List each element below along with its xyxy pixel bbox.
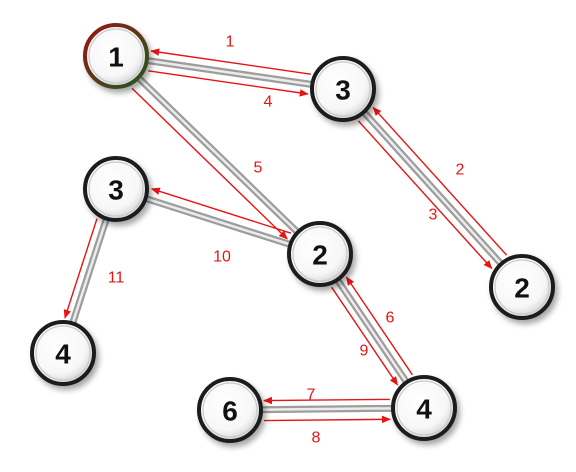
node-circle [391,375,457,441]
node-inner-ring [494,259,550,315]
step-label-5: 5 [254,160,263,177]
node-n4b: 4 [391,375,457,441]
step-arrow-4 [150,48,311,75]
node-n4l: 4 [30,320,96,386]
step-arrow-7 [263,396,390,405]
step-label-1: 1 [226,34,235,51]
node-inner-ring [292,226,348,282]
node-n3a: 3 [310,56,376,122]
node-label: 2 [312,240,328,271]
node-circle [83,156,149,222]
arrow-layer: 1 2 3 4 5 6 7 8 9 10 11 [63,34,508,447]
node-label: 3 [108,175,124,206]
step-label-4: 4 [264,94,273,111]
node-layer: 1 3 2 2 3 4 4 6 [30,23,555,443]
step-arrow-11 [63,218,98,319]
step-label-11: 11 [108,270,125,287]
node-n3l: 3 [83,156,149,222]
node-n6: 6 [197,377,263,443]
node-inner-ring [35,325,91,381]
connector-highlight [114,54,345,91]
node-inner-ring [315,61,371,117]
node-label: 1 [108,42,124,73]
node-circle [287,221,353,287]
step-label-10: 10 [213,249,231,266]
node-label: 6 [222,396,238,427]
node-circle [197,377,263,443]
connector-highlight [114,54,322,256]
node-label: 2 [514,273,530,304]
node-n2r: 2 [489,254,555,320]
step-label-2: 2 [456,162,465,179]
step-label-8: 8 [312,430,321,447]
node-circle [489,254,555,320]
step-arrow-8 [264,415,391,424]
node-inner-ring [396,380,452,436]
step-arrow-9 [345,276,413,376]
connector-highlight [341,87,524,289]
node-label: 4 [55,339,71,370]
node-label: 4 [416,394,432,425]
node-label: 3 [335,75,351,106]
node-inner-ring [88,28,144,84]
step-label-3: 3 [429,207,438,224]
node-n1: 1 [83,23,149,89]
connector-layer [59,52,526,414]
step-label-9: 9 [360,343,369,360]
step-arrow-6 [331,286,399,386]
step-label-7: 7 [307,387,316,404]
start-node-circle [83,23,149,89]
step-arrow-5 [131,87,288,240]
step-label-6: 6 [386,310,395,327]
step-arrow-1 [148,70,309,97]
connector-highlight [114,187,322,256]
node-n2c: 2 [287,221,353,287]
step-arrow-10 [150,187,292,234]
step-arrow-3 [372,106,508,256]
node-circle [310,56,376,122]
node-inner-ring [88,161,144,217]
node-circle [30,320,96,386]
node-inner-ring [202,382,258,438]
step-arrow-2 [357,120,493,270]
